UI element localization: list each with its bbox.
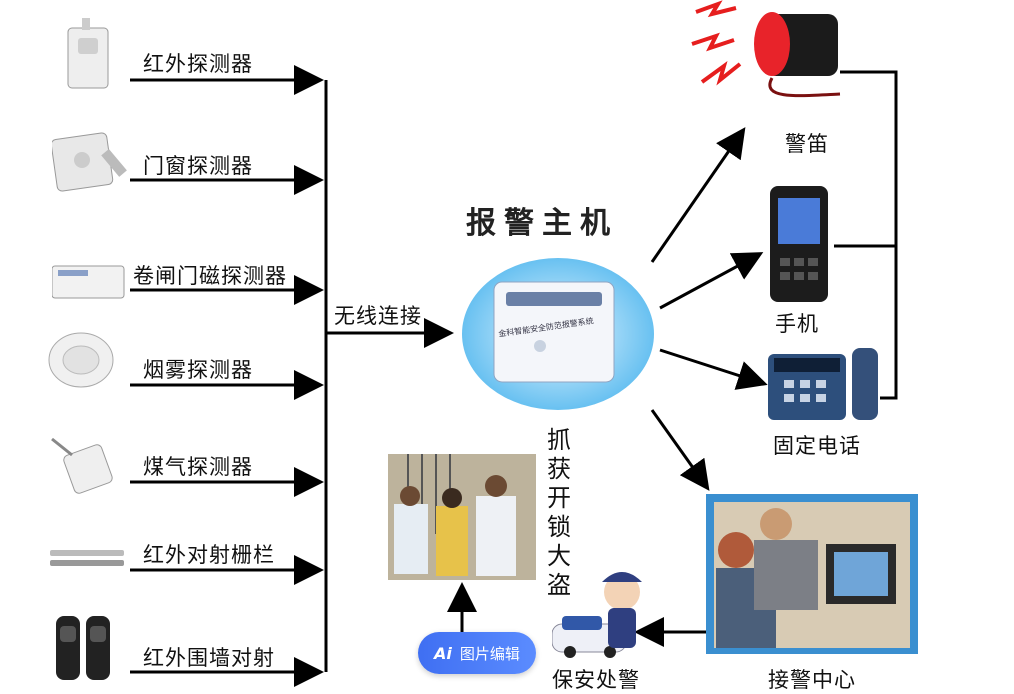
shutter-sensor-icon [51,260,128,308]
security-patrol-icon [551,566,644,662]
mobile-phone-icon [768,184,832,308]
detector-label-4: 烟雾探测器 [143,358,253,382]
detector-label-5: 煤气探测器 [143,455,253,479]
detector-label-6: 红外对射栅栏 [143,543,275,567]
alarm-host-title: 报警主机 [466,206,618,241]
wireless-link-label: 无线连接 [334,304,422,328]
smoke-detector-icon [46,330,116,396]
alarm-panel-icon [460,256,656,416]
gas-detector-icon [48,435,114,499]
pir-detector-icon [64,18,112,94]
landline-label: 固定电话 [773,434,861,458]
patrol-label: 保安处警 [552,668,640,692]
landline-phone-icon [764,346,884,428]
ir-fence-icon [50,548,124,572]
detector-label-3: 卷闸门磁探测器 [133,264,287,288]
siren-icon [690,0,850,124]
arrest-caption: 抓获开锁大盗 [547,426,571,599]
ai-icon: Ai [434,643,452,663]
siren-label: 警笛 [785,132,829,156]
detector-label-1: 红外探测器 [143,52,253,76]
door-sensor-icon [50,132,132,208]
arrest-photo [388,454,536,580]
image-edit-button[interactable]: Ai 图片编辑 [418,632,536,674]
detector-label-7: 红外围墙对射 [143,646,275,670]
alarm-center-label: 接警中心 [768,668,856,692]
ir-wall-beam-icon [56,616,112,686]
alarm-center-photo [706,494,918,654]
image-edit-label: 图片编辑 [459,644,520,663]
mobile-label: 手机 [775,312,819,336]
detector-label-2: 门窗探测器 [143,154,253,178]
